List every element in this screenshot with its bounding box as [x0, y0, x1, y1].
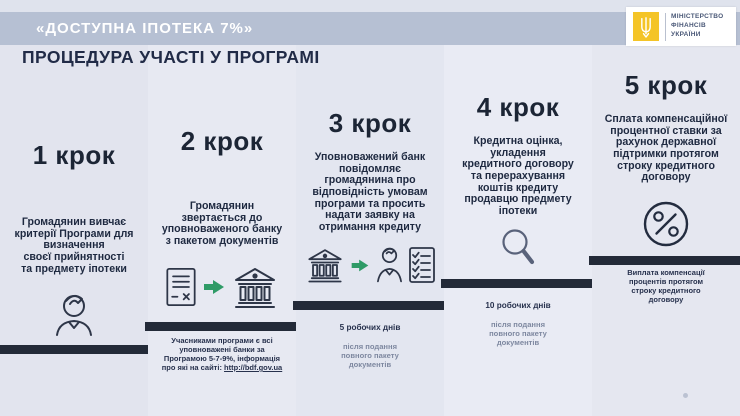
- step-4-icons: [444, 228, 592, 270]
- step-2-description: Громадянин звертається до уповноваженого…: [161, 200, 283, 247]
- step-1-title: 1 крок: [32, 140, 116, 170]
- checklist-icon: [408, 247, 435, 283]
- percent-circle-icon: [642, 200, 690, 248]
- header-band: «ДОСТУПНА ІПОТЕКА 7%»: [0, 12, 740, 45]
- step-4-footnote-detail: після подання повного пакету документів: [489, 319, 547, 348]
- step-5-icons: [592, 200, 740, 248]
- page-mark: [683, 393, 688, 398]
- step-3-divider-bar: [293, 301, 447, 310]
- step-3-icons: [296, 246, 444, 284]
- bank-building-icon: [232, 265, 278, 309]
- step-2-footnote-text: Учасниками програми є всі уповноважені б…: [161, 336, 281, 372]
- step-4-title: 4 крок: [476, 92, 560, 122]
- step-4-description: Кредитна оцінка, укладення кредитного до…: [462, 135, 574, 217]
- green-arrow-icon: [350, 257, 370, 274]
- step-5-footnote: Виплата компенсації процентів протягом с…: [627, 268, 705, 304]
- logo-divider: [665, 12, 666, 41]
- step-4-footnote: 10 робочих днів після подання повного па…: [442, 292, 594, 356]
- step-5-title: 5 крок: [624, 70, 708, 100]
- step-3-title: 3 крок: [328, 108, 412, 138]
- step-3-description: Уповноважений банк повідомляє громадянин…: [312, 151, 428, 233]
- step-5-divider-bar: [589, 256, 740, 265]
- program-badge: «ДОСТУПНА ІПОТЕКА 7%»: [36, 20, 254, 37]
- step-1-icons: [0, 289, 148, 341]
- bank-building-icon: [306, 246, 344, 284]
- step-4-footnote-term: 10 робочих днів: [485, 301, 551, 310]
- magnifier-icon: [500, 228, 537, 270]
- documents-icon: [166, 265, 196, 309]
- step-5-description: Сплата компенсаційної процентної ставки …: [604, 113, 728, 184]
- step-2-title: 2 крок: [180, 126, 264, 156]
- ministry-name: МІНІСТЕРСТВО ФІНАНСІВ УКРАЇНИ: [671, 13, 723, 39]
- trident-icon: [633, 12, 659, 41]
- step-1-description: Громадянин вивчає критерії Програми для …: [14, 216, 134, 275]
- step-4-divider-bar: [441, 279, 595, 288]
- green-arrow-icon: [202, 277, 226, 297]
- step-3-column: 3 крок Уповноважений банк повідомляє гро…: [293, 0, 447, 416]
- step-4-column: 4 крок Кредитна оцінка, укладення кредит…: [441, 0, 595, 416]
- step-5-column: 5 крок Сплата компенсаційної процентної …: [589, 0, 740, 416]
- step-2-divider-bar: [145, 322, 299, 331]
- page-title: ПРОЦЕДУРА УЧАСТІ У ПРОГРАМІ: [22, 47, 320, 67]
- ministry-name-line2: ФІНАНСІВ: [671, 22, 707, 30]
- footnote-link[interactable]: http://bdf.gov.ua: [224, 363, 283, 372]
- person-icon: [376, 246, 403, 284]
- step-3-footnote-term: 5 робочих днів: [339, 323, 401, 332]
- step-2-footnote: Учасниками програми є всі уповноважені б…: [146, 336, 298, 372]
- step-2-column: 2 крок Громадянин звертається до уповнов…: [145, 0, 299, 416]
- ministry-name-line1: МІНІСТЕРСТВО: [671, 13, 724, 21]
- step-3-footnote: 5 робочих днів після подання повного пак…: [294, 314, 446, 378]
- step-1-column: 1 крок Громадянин вивчає критерії Програ…: [0, 0, 151, 416]
- step-1-divider-bar: [0, 345, 151, 354]
- ministry-logo: МІНІСТЕРСТВО ФІНАНСІВ УКРАЇНИ: [626, 7, 736, 46]
- ministry-name-line3: УКРАЇНИ: [671, 30, 701, 38]
- step-3-footnote-detail: після подання повного пакету документів: [341, 341, 399, 370]
- top-strip: [0, 0, 740, 12]
- citizen-person-icon: [49, 289, 99, 341]
- step-2-icons: [148, 265, 296, 309]
